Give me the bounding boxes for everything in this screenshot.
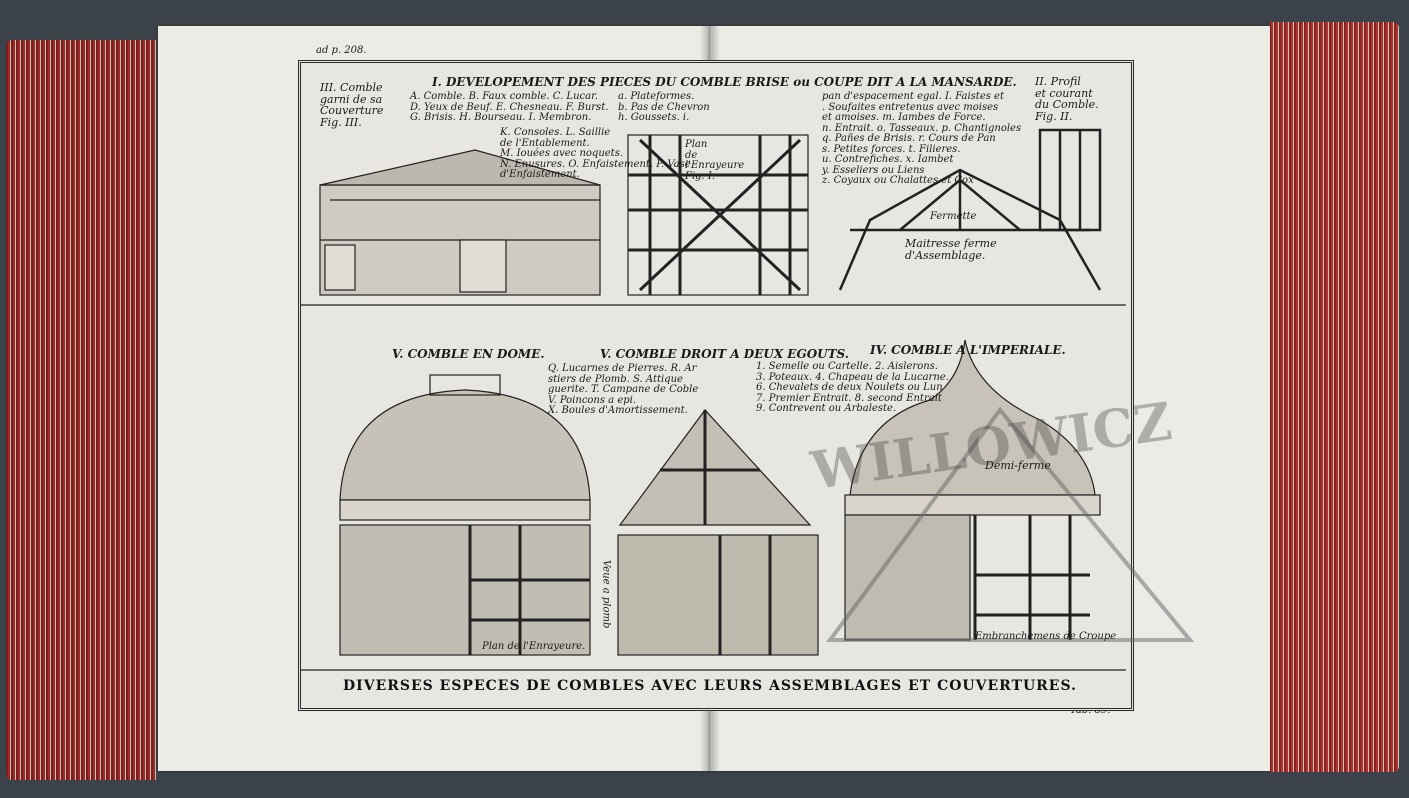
maitresse-ferme-label: Maitresse ferme d'Assemblage. (905, 237, 997, 262)
legend-top-middle: a. Plateformes. b. Pas de Chevron h. Gou… (618, 91, 710, 123)
fig3-title: III. Comble garni de sa Couverture Fig. … (320, 81, 384, 129)
embranchemens-label: Embranchemens de Croupe (975, 631, 1117, 642)
legend-bottom-middle: Q. Lucarnes de Pierres. R. Ar stiers de … (548, 363, 699, 416)
plan-label: Plan de l'Enrayeure Fig. I. (685, 139, 745, 182)
plan-enrayeure-label: Plan de l'Enrayeure. (482, 641, 586, 652)
legend-bottom-right: 1. Semelle ou Cartelle. 2. Aislerons. 3.… (756, 361, 949, 414)
legend-top-left-2: K. Consoles. L. Saillie de l'Entablement… (500, 127, 691, 180)
fig5-title: V. COMBLE EN DOME. (392, 347, 545, 361)
page-edges-right (1269, 22, 1399, 772)
plate-caption: DIVERSES ESPECES DE COMBLES AVEC LEURS A… (343, 678, 1077, 694)
legend-top-right: pan d'espacement egal. I. Faistes et . S… (822, 91, 1022, 186)
legend-top-left: A. Comble. B. Faux comble. C. Lucar. D. … (410, 91, 609, 123)
fig5b-title: V. COMBLE DROIT A DEUX EGOUTS. (600, 347, 849, 361)
page-edges-left (6, 40, 156, 780)
veue-a-plomb-label: Veue a plomb (600, 560, 612, 629)
demi-ferme-label: Demi-ferme (985, 459, 1051, 472)
fig2-title: II. Profil et courant du Comble. Fig. II… (1035, 75, 1099, 123)
fig4-title: IV. COMBLE A L'IMPERIALE. (870, 343, 1066, 357)
top-title: I. DEVELOPEMENT DES PIECES DU COMBLE BRI… (432, 75, 1017, 89)
fermette-label: Fermette (930, 211, 977, 222)
page-reference: ad p. 208. (316, 45, 367, 56)
